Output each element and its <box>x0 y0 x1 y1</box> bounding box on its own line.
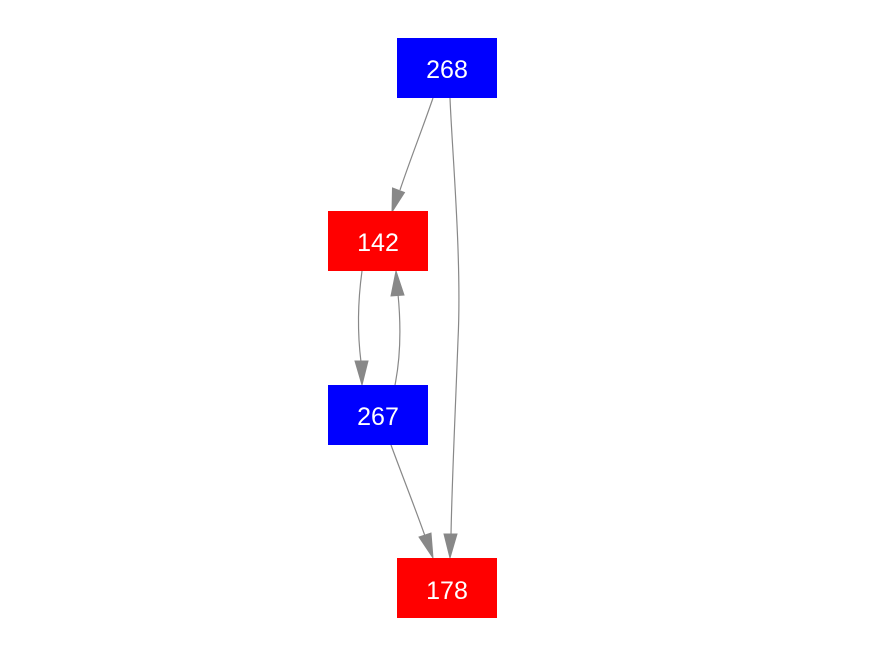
node-267-box <box>328 385 428 445</box>
node-178: 178 <box>397 558 497 618</box>
arrowhead <box>391 187 406 214</box>
nodes: 268 142 267 178 <box>328 38 497 618</box>
node-268-label: 268 <box>426 56 468 84</box>
edge-268-to-142 <box>391 97 434 214</box>
edge-142-to-267 <box>354 270 369 387</box>
node-268-box <box>397 38 497 98</box>
node-267: 267 <box>328 385 428 445</box>
edges <box>354 97 460 560</box>
edge-268-to-178 <box>443 97 460 560</box>
arrowhead <box>443 533 458 560</box>
node-178-box <box>397 558 497 618</box>
node-268: 268 <box>397 38 497 98</box>
arrowhead <box>418 532 434 560</box>
node-178-label: 178 <box>426 577 468 605</box>
arrowhead <box>390 269 405 297</box>
edge-267-to-178 <box>390 444 434 560</box>
arrowhead <box>354 360 369 387</box>
node-142-box <box>328 211 428 271</box>
node-142-label: 142 <box>357 229 399 257</box>
edge-267-to-142 <box>390 269 405 386</box>
node-267-label: 267 <box>357 403 399 431</box>
node-142: 142 <box>328 211 428 271</box>
